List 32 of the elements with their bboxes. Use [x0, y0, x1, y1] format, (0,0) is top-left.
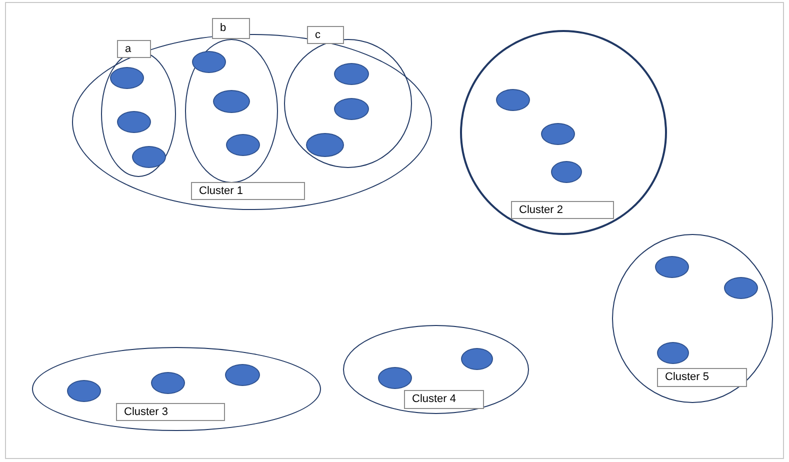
cluster-ellipse	[32, 347, 321, 431]
data-point	[334, 63, 369, 85]
cluster-label: c	[307, 26, 344, 44]
cluster-label: Cluster 1	[191, 182, 305, 200]
data-point	[378, 367, 412, 389]
cluster-label: Cluster 4	[404, 390, 484, 409]
data-point	[551, 161, 582, 183]
cluster-label: b	[212, 18, 250, 39]
cluster-ellipse	[343, 325, 529, 414]
cluster-label: a	[117, 40, 151, 58]
cluster-label: Cluster 5	[657, 368, 747, 387]
data-point	[496, 89, 530, 111]
data-point	[225, 364, 260, 386]
data-point	[657, 342, 689, 364]
data-point	[306, 133, 344, 157]
data-point	[151, 372, 185, 394]
cluster-ellipse	[460, 30, 667, 235]
data-point	[132, 146, 166, 168]
cluster-label: Cluster 3	[116, 403, 225, 421]
cluster-label: Cluster 2	[511, 201, 614, 219]
data-point	[655, 256, 689, 278]
data-point	[192, 51, 226, 73]
data-point	[724, 277, 758, 299]
data-point	[110, 67, 144, 89]
data-point	[226, 134, 260, 156]
data-point	[461, 348, 493, 370]
data-point	[541, 123, 575, 145]
data-point	[117, 111, 151, 133]
cluster-ellipse	[612, 234, 773, 403]
data-point	[213, 90, 250, 113]
data-point	[67, 380, 101, 402]
data-point	[334, 98, 369, 120]
